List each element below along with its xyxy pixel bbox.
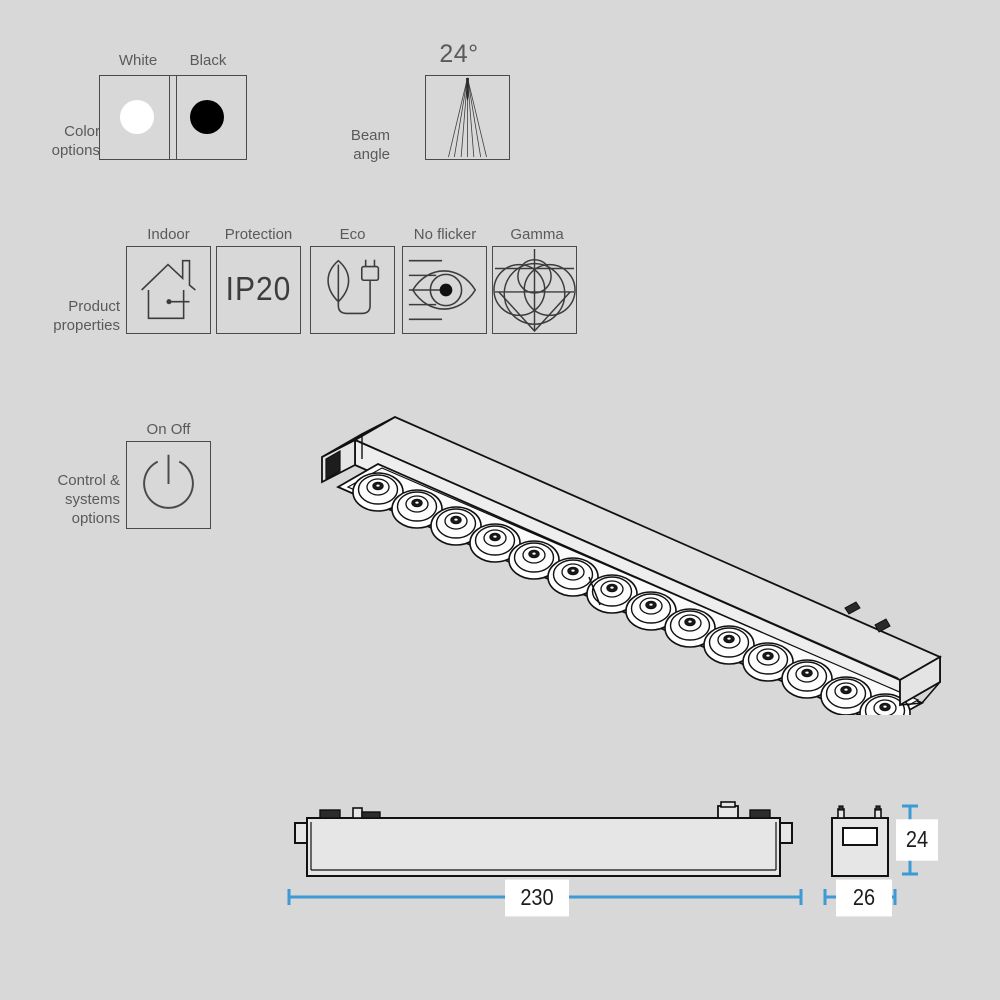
color-swatch-black[interactable] xyxy=(169,75,247,160)
color-swatch-white[interactable] xyxy=(99,75,177,160)
property-label-indoor: Indoor xyxy=(147,226,190,243)
color-swatch-label-white: White xyxy=(118,52,158,69)
fixture-end-elevation xyxy=(820,795,900,885)
product-properties-row-label: Product properties xyxy=(53,298,120,334)
property-tile-indoor[interactable] xyxy=(126,246,211,334)
color-swatch-label-black: Black xyxy=(189,52,227,69)
property-tile-no-flicker[interactable] xyxy=(402,246,487,334)
beam-cone-icon xyxy=(425,75,510,160)
control-tile-onoff[interactable] xyxy=(126,441,211,529)
property-label-no-flicker: No flicker xyxy=(413,226,477,243)
white-circle-icon xyxy=(120,100,154,134)
ip-rating-icon: IP20 xyxy=(225,270,292,308)
control-systems-row-label: Control & systems options xyxy=(57,472,120,527)
property-label-eco: Eco xyxy=(339,226,366,243)
dimension-label-height: 24 xyxy=(896,819,938,861)
dimension-label-length: 230 xyxy=(505,879,569,917)
property-label-protection: Protection xyxy=(224,226,293,243)
black-circle-icon xyxy=(190,100,224,134)
linear-led-fixture-isometric xyxy=(300,395,960,715)
property-label-gamma: Gamma xyxy=(510,226,564,243)
property-tile-gamma[interactable] xyxy=(492,246,577,334)
beam-angle-value: 24° xyxy=(439,40,479,68)
fixture-side-elevation xyxy=(280,795,810,885)
dimension-label-width: 26 xyxy=(836,879,892,917)
beam-angle-row-label: Beam angle xyxy=(350,127,390,163)
property-tile-eco[interactable] xyxy=(310,246,395,334)
property-tile-protection[interactable]: IP20 xyxy=(216,246,301,334)
control-option-label-onoff: On Off xyxy=(146,421,191,438)
color-options-row-label: Color options xyxy=(51,123,100,159)
